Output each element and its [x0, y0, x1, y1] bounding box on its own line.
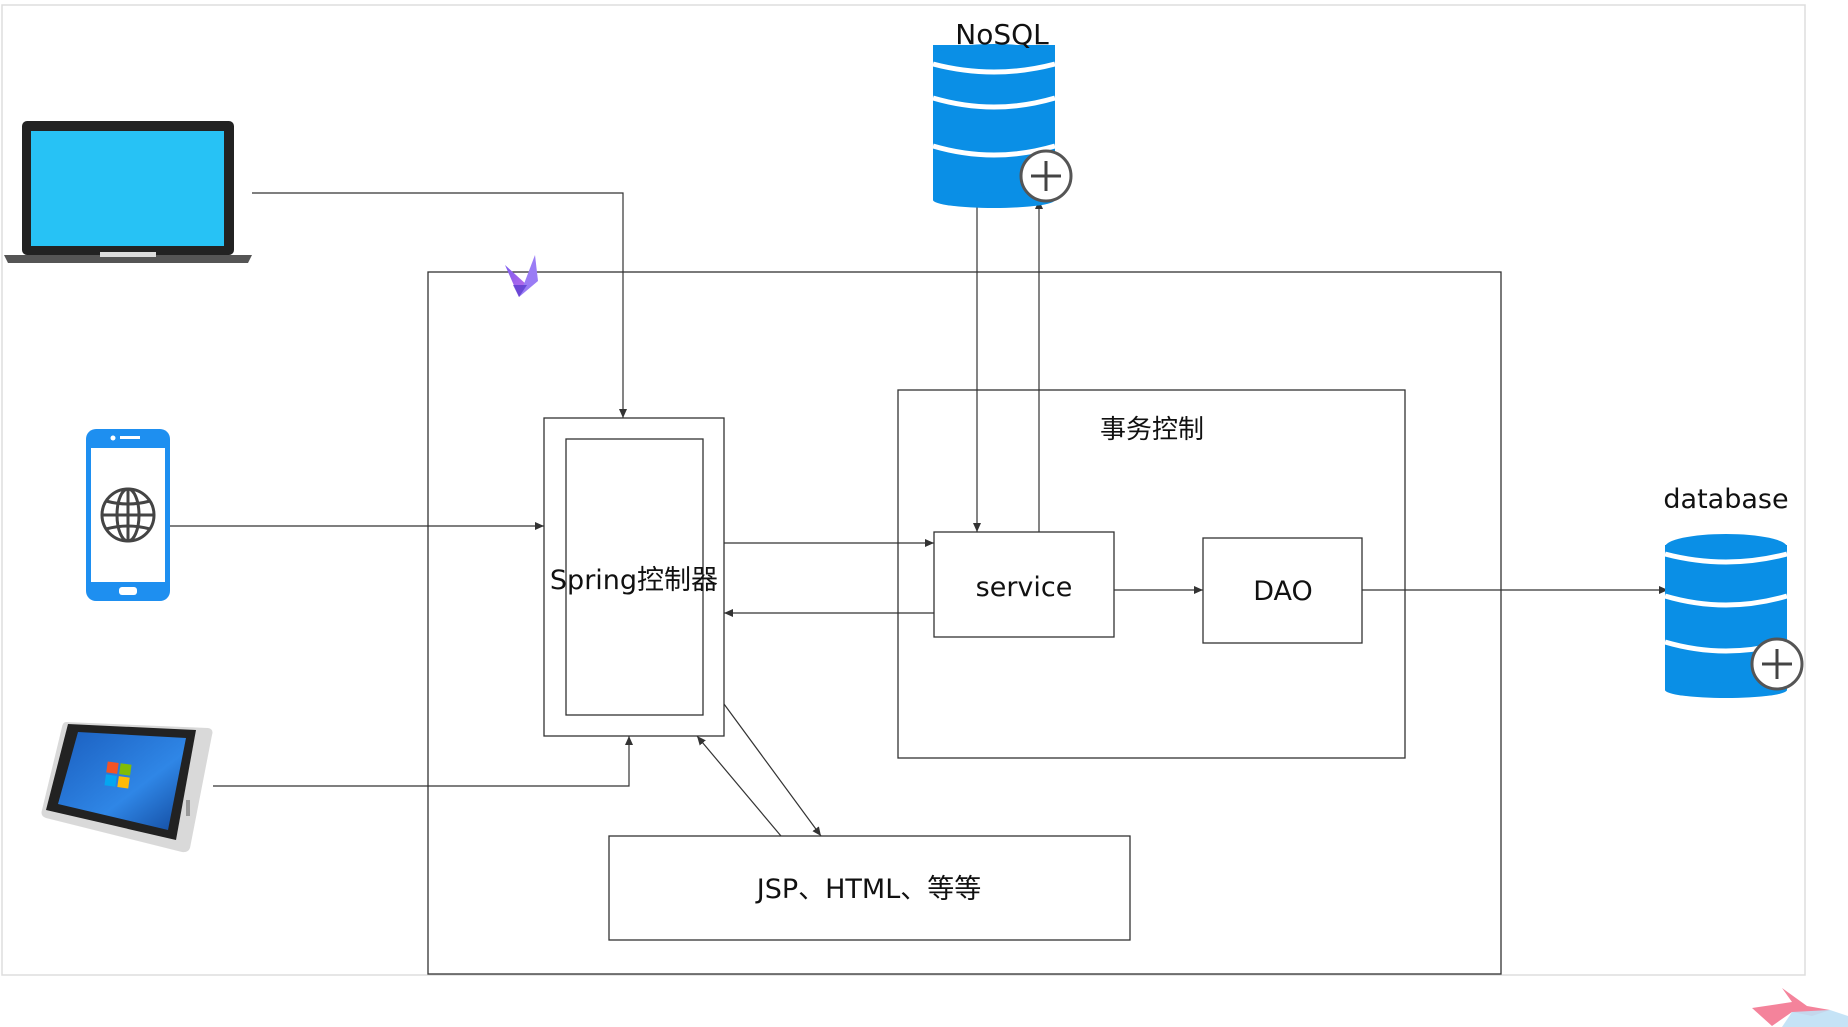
tablet-icon	[41, 722, 213, 853]
database-plus-icon	[1750, 637, 1804, 691]
nosql-database-icon	[932, 44, 1056, 208]
spring-controller-label: Spring控制器	[550, 565, 718, 596]
dao-label: DAO	[1253, 576, 1313, 607]
phone-globe-icon	[86, 429, 170, 601]
spring-leaf-logo	[505, 255, 538, 297]
service-label: service	[976, 572, 1073, 603]
relational-database-icon	[1664, 534, 1788, 698]
view-layer-box	[608, 835, 1131, 941]
laptop-icon	[4, 121, 252, 263]
nosql-label: NoSQL	[955, 18, 1049, 51]
tablet-to-controller-arrow	[213, 736, 633, 787]
page-frame	[1, 4, 1806, 976]
spring-controller-inner	[565, 438, 704, 716]
bird-logo	[1752, 988, 1848, 1027]
app-container	[427, 271, 1502, 975]
database-label: database	[1663, 484, 1788, 515]
connectors	[168, 192, 1668, 837]
laptop-to-controller-arrow	[252, 192, 627, 418]
view-to-controller-arrow	[696, 735, 782, 837]
service-box	[933, 531, 1115, 638]
transaction-box	[897, 389, 1406, 759]
dao-box	[1202, 537, 1363, 644]
controller-to-view-arrow	[723, 703, 822, 837]
transaction-label: 事务控制	[1100, 415, 1204, 445]
nosql-plus-icon	[1019, 149, 1073, 203]
view-layer-label: JSP、HTML、等等	[755, 874, 982, 905]
